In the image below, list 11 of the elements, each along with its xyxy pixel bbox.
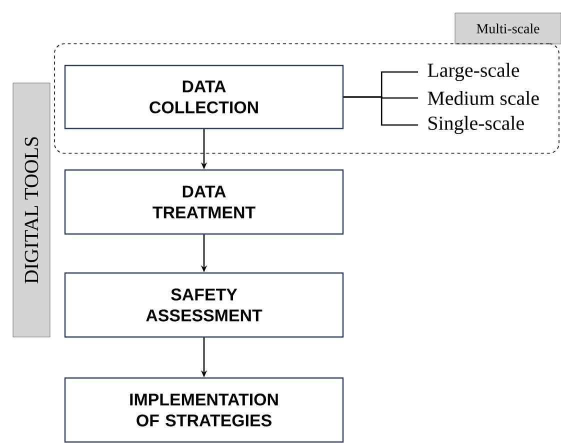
side-bar: DIGITAL TOOLS (12, 82, 50, 338)
scale-label: Medium scale (428, 90, 539, 105)
process-box: DATA TREATMENT (64, 169, 344, 235)
process-box: DATA COLLECTION (64, 64, 344, 130)
scale-label: Large-scale (428, 62, 520, 82)
process-box: IMPLEMENTATION OF STRATEGIES (64, 377, 344, 443)
dashed-region (54, 43, 560, 154)
bracket-line (344, 96, 418, 126)
process-box: SAFETY ASSESSMENT (64, 272, 344, 338)
scale-label: Single-scale (428, 116, 524, 134)
scale-tag: Multi-scale (454, 12, 561, 44)
